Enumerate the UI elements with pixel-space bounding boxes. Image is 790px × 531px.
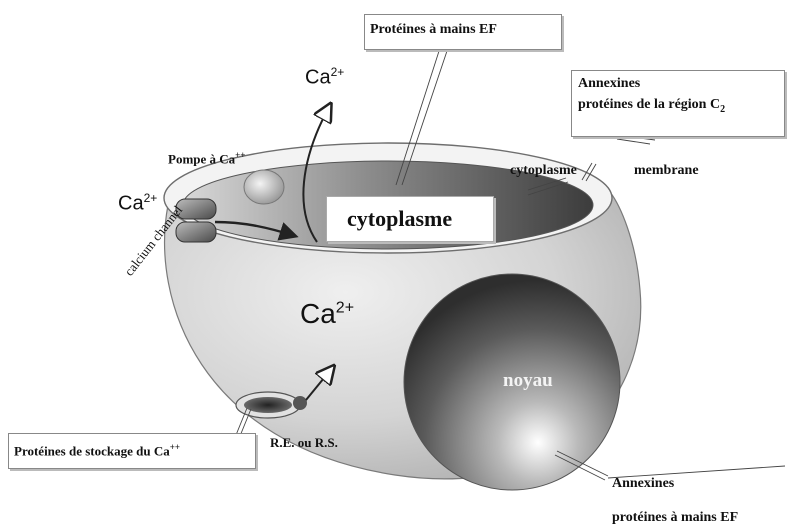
- label-membrane: membrane: [634, 163, 699, 179]
- label-annexins-top: Annexines: [578, 76, 640, 92]
- label-annexins-bottom: Annexines: [612, 476, 674, 492]
- label-ca-cytosolic: Ca2+: [300, 298, 354, 330]
- label-calcium-pump: Pompe à Ca++: [168, 150, 245, 167]
- label-ca-extracellular-top: Ca2+: [305, 66, 344, 90]
- label-ca-extracellular-left: Ca2+: [118, 192, 157, 216]
- label-ef-hand-proteins-bottom: protéines à mains EF: [612, 510, 738, 526]
- label-noyau: noyau: [503, 370, 553, 392]
- label-er-sr: R.E. ou R.S.: [270, 436, 338, 451]
- label-storage-proteins: Protéines de stockage du Ca++: [14, 442, 180, 459]
- calcium-pump: [244, 170, 284, 204]
- label-cytoplasme-big: cytoplasme: [347, 206, 452, 231]
- label-ef-hand-proteins-top: Protéines à mains EF: [370, 22, 497, 38]
- label-c2-region-proteins: protéines de la région C2: [578, 97, 725, 115]
- label-cytoplasme-small: cytoplasme: [510, 163, 577, 179]
